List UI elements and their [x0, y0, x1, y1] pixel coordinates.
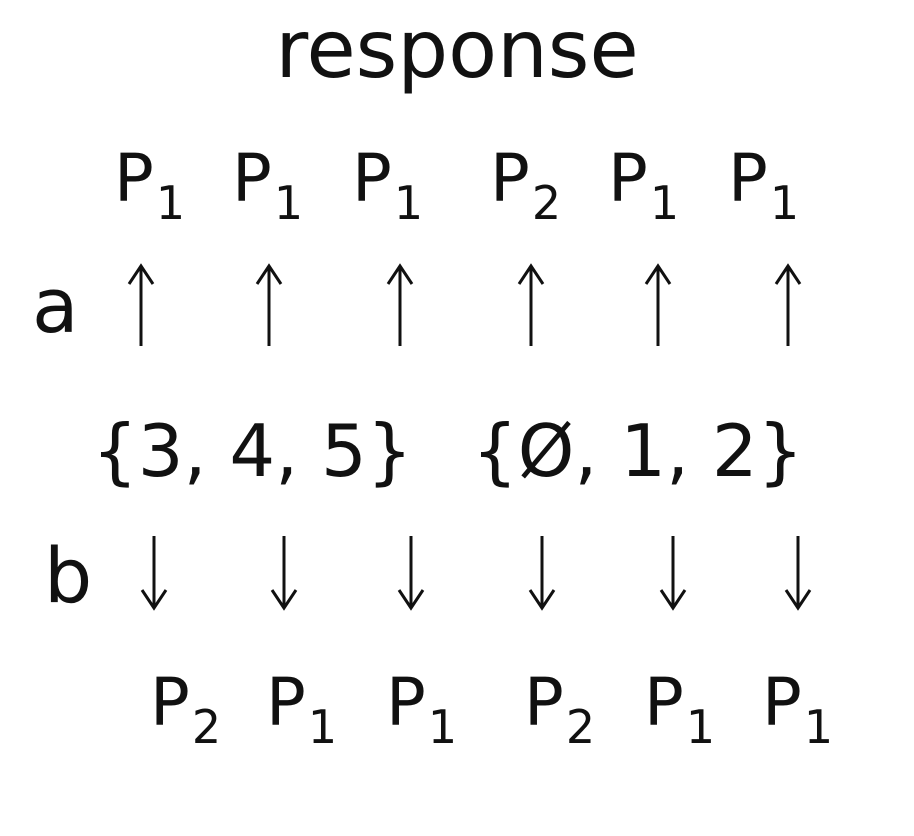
up-arrow-icon	[517, 263, 545, 346]
bottom-player-3: P1	[386, 664, 458, 754]
up-arrow-icon	[386, 263, 414, 346]
diagram-title: response	[275, 3, 639, 96]
row-label-a: a	[32, 261, 79, 350]
top-player-4: P2	[490, 140, 562, 230]
down-arrow-icon	[140, 536, 168, 611]
down-arrow-icon	[397, 536, 425, 611]
bottom-player-5: P1	[644, 664, 716, 754]
down-arrow-icon	[270, 536, 298, 611]
down-arrow-icon	[659, 536, 687, 611]
bottom-player-2: P1	[266, 664, 338, 754]
down-arrow-icon	[528, 536, 556, 611]
top-player-6: P1	[728, 140, 800, 230]
up-arrow-icon	[644, 263, 672, 346]
bottom-player-4: P2	[524, 664, 596, 754]
down-arrow-icon	[784, 536, 812, 611]
top-player-3: P1	[352, 140, 424, 230]
top-player-2: P1	[232, 140, 304, 230]
up-arrow-icon	[774, 263, 802, 346]
up-arrow-icon	[127, 263, 155, 346]
top-player-1: P1	[114, 140, 186, 230]
up-arrow-icon	[255, 263, 283, 346]
top-player-5: P1	[608, 140, 680, 230]
bottom-player-1: P2	[150, 664, 222, 754]
set-left: {3, 4, 5}	[92, 409, 413, 493]
row-label-b: b	[44, 531, 93, 620]
set-right: {Ø, 1, 2}	[472, 409, 804, 493]
bottom-player-6: P1	[762, 664, 834, 754]
